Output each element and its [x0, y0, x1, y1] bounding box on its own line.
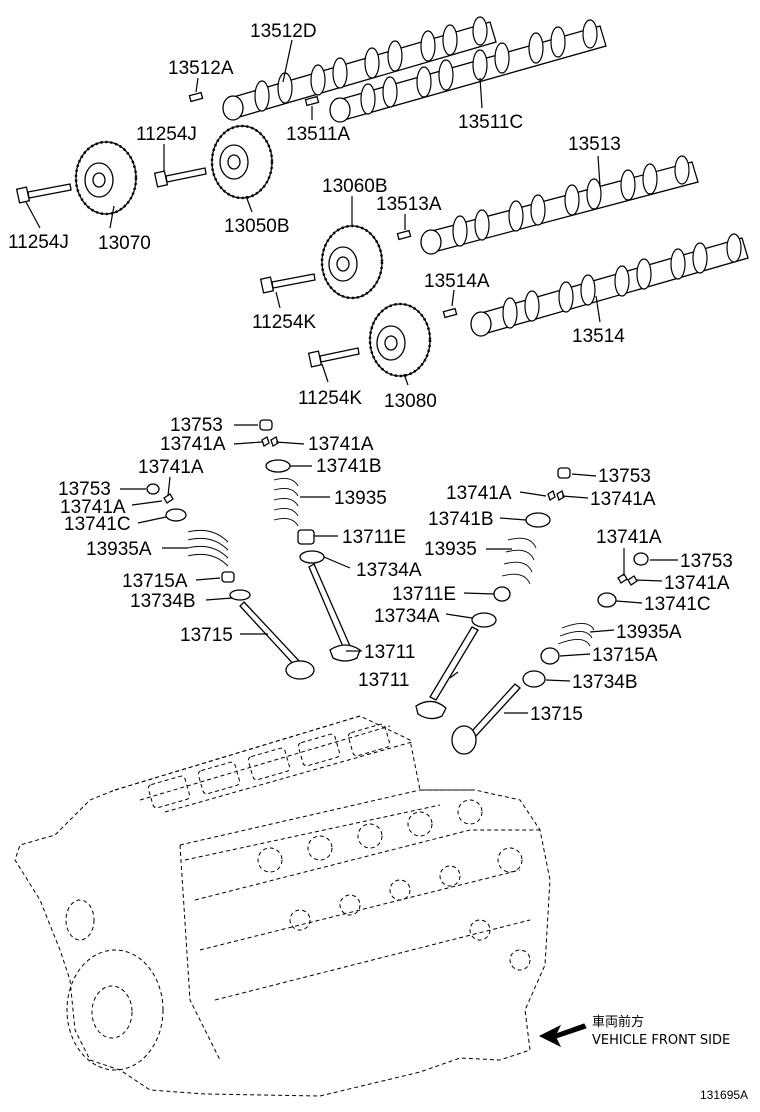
label-13711-left: 13711	[364, 642, 415, 663]
label-13511C: 13511C	[458, 112, 523, 133]
cam-gear-13070	[74, 140, 138, 216]
label-13741B-right: 13741B	[428, 509, 494, 530]
label-13715-left: 13715	[180, 625, 233, 646]
cam-gear-13050B	[210, 124, 274, 200]
label-13753-right: 13753	[598, 466, 651, 487]
bolt-11254J-center	[153, 167, 207, 188]
label-13741A-left-b: 13741A	[308, 434, 374, 455]
label-13935A-right: 13935A	[616, 622, 682, 643]
label-13741A-left-d: 13741A	[60, 497, 126, 518]
cam-gear-13060B	[320, 224, 384, 300]
valve-assembly-intake-left	[259, 419, 361, 662]
label-13513A: 13513A	[376, 194, 442, 215]
label-13070: 13070	[98, 233, 151, 254]
valve-assembly-exhaust-right	[451, 552, 649, 755]
label-13711E-left: 13711E	[342, 527, 406, 548]
label-13734B-right: 13734B	[572, 672, 638, 693]
label-13741A-left-c: 13741A	[138, 457, 204, 478]
label-13741A-left-a: 13741A	[160, 434, 226, 455]
pin-13512A	[188, 91, 204, 103]
label-13514A: 13514A	[424, 271, 490, 292]
label-13060B: 13060B	[322, 176, 388, 197]
figure-number: 131695A	[700, 1088, 748, 1102]
pin-13511A	[304, 95, 320, 107]
label-13734A-left: 13734A	[356, 560, 422, 581]
label-13753-upper-left: 13753	[170, 415, 223, 436]
label-13741B-left: 13741B	[316, 456, 382, 477]
label-13741A-right-c: 13741A	[596, 527, 662, 548]
label-13734B-left: 13734B	[130, 591, 196, 612]
pin-13514A	[442, 307, 458, 319]
label-13935-right: 13935	[424, 539, 477, 560]
label-13753-left: 13753	[58, 479, 111, 500]
bolt-11254J-left	[15, 183, 72, 204]
label-11254K-lower: 11254K	[298, 388, 362, 409]
label-13741A-right-a: 13741A	[446, 483, 512, 504]
camshaft-13513	[420, 155, 699, 255]
direction-note-english: VEHICLE FRONT SIDE	[592, 1033, 730, 1048]
label-11254J-left: 11254J	[8, 232, 69, 253]
label-13514: 13514	[572, 326, 625, 347]
label-13741C-right: 13741C	[644, 594, 711, 615]
pin-13513A	[396, 229, 412, 241]
label-13741C-left: 13741C	[64, 514, 131, 535]
camshaft-13512D	[222, 16, 497, 121]
label-13080: 13080	[384, 391, 437, 412]
camshaft-13514	[470, 233, 749, 337]
valve-assembly-intake-right	[415, 467, 571, 720]
label-13734A-right: 13734A	[374, 606, 440, 627]
valve-assembly-exhaust-left	[146, 483, 315, 680]
engine-block	[14, 715, 551, 1097]
label-13511A: 13511A	[286, 124, 350, 145]
label-13512D: 13512D	[250, 21, 317, 42]
label-13741A-right-d: 13741A	[664, 573, 730, 594]
vehicle-front-indicator: 車両前方 VEHICLE FRONT SIDE	[538, 1014, 730, 1048]
bolt-11254K-upper	[259, 273, 316, 294]
label-13050B: 13050B	[224, 216, 290, 237]
label-11254K-upper: 11254K	[252, 312, 316, 333]
bolt-11254K-lower	[307, 347, 360, 368]
camshaft-13511C	[329, 19, 607, 123]
label-11254J-top: 11254J	[136, 124, 197, 145]
direction-arrow-icon	[538, 1023, 587, 1048]
label-13715A-left: 13715A	[122, 571, 188, 592]
leader-lines	[25, 39, 678, 714]
label-13711E-right: 13711E	[392, 584, 456, 605]
label-13935A-left: 13935A	[86, 539, 152, 560]
label-13513: 13513	[568, 134, 621, 155]
label-13715A-right: 13715A	[592, 645, 658, 666]
part-number-labels: 13512D 13512A 13511A 13511C 11254J 11254…	[8, 21, 733, 725]
cam-gear-13080	[368, 302, 432, 378]
direction-note-japanese: 車両前方	[592, 1014, 644, 1030]
label-13715-right: 13715	[530, 704, 583, 725]
label-13741A-right-b: 13741A	[590, 489, 656, 510]
label-13512A: 13512A	[168, 58, 234, 79]
label-13711-right: 13711	[358, 670, 409, 691]
label-13753-right-b: 13753	[680, 551, 733, 572]
label-13935-left: 13935	[334, 488, 387, 509]
